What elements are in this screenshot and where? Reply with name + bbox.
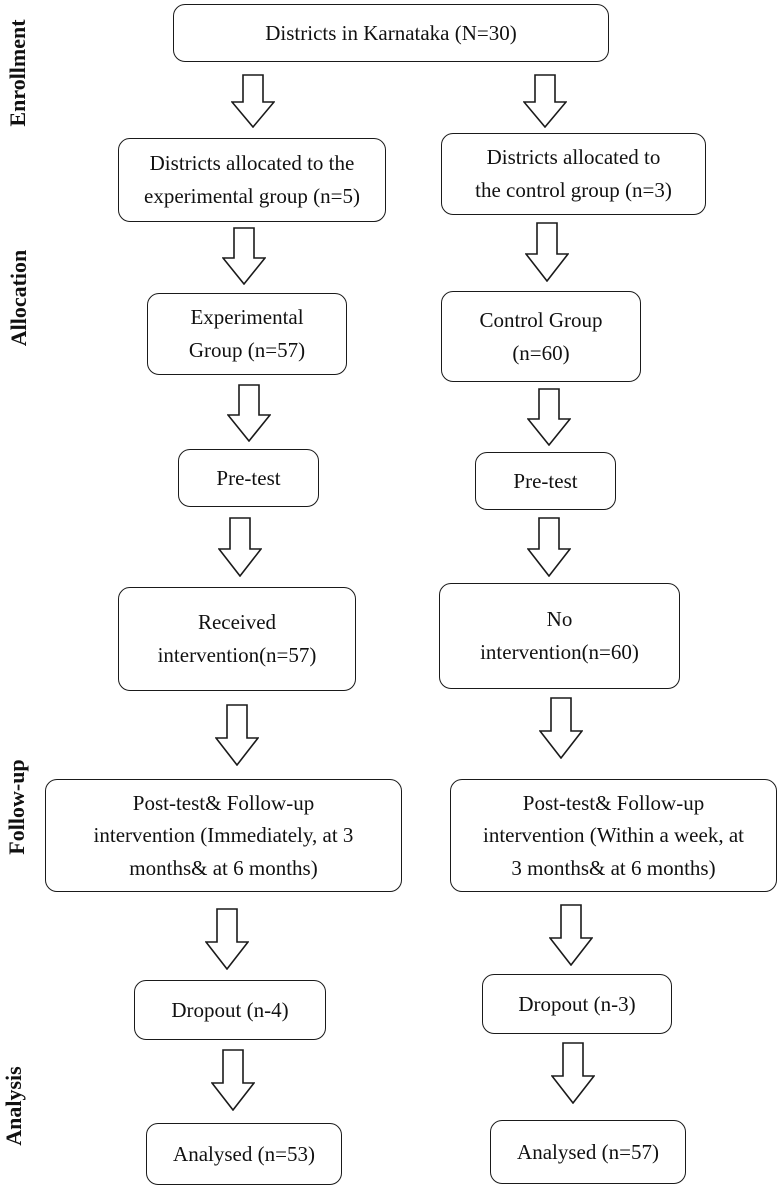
down-arrow-icon	[527, 517, 571, 577]
control-allocated-line2: the control group (n=3)	[475, 178, 672, 202]
experimental-dropout-box: Dropout (n-4)	[134, 980, 326, 1040]
experimental-posttest-line2: intervention (Immediately, at 3	[93, 823, 354, 848]
experimental-analysed-text: Analysed (n=53)	[173, 1141, 315, 1166]
control-pretest-box: Pre-test	[475, 452, 616, 510]
experimental-pretest-box: Pre-test	[178, 449, 319, 507]
experimental-analysed-box: Analysed (n=53)	[146, 1123, 342, 1185]
down-arrow-icon	[227, 384, 271, 442]
experimental-intervention-line2: intervention(n=57)	[157, 643, 317, 667]
experimental-group-line1: Experimental	[190, 305, 304, 330]
control-posttest-line2: intervention (Within a week, at	[483, 823, 744, 848]
down-arrow-icon	[222, 227, 266, 285]
down-arrow-icon	[231, 74, 275, 128]
down-arrow-icon	[525, 222, 569, 282]
experimental-posttest-line3: months& at 6 months)	[129, 855, 318, 880]
down-arrow-icon	[549, 904, 593, 966]
control-dropout-box: Dropout (n-3)	[482, 974, 672, 1034]
control-allocated-box: Districts allocated to the control group…	[441, 133, 706, 215]
control-posttest-line3: 3 months& at 6 months)	[511, 855, 716, 880]
down-arrow-icon	[539, 697, 583, 759]
experimental-allocated-line2: experimental group (n=5)	[144, 184, 360, 208]
districts-total-box: Districts in Karnataka (N=30)	[173, 4, 609, 62]
stage-label-followup: Follow-up	[4, 759, 29, 855]
control-posttest-box: Post-test& Follow-up intervention (Withi…	[450, 779, 777, 892]
control-group-box: Control Group (n=60)	[441, 291, 641, 382]
control-intervention-line1: No	[546, 607, 573, 632]
stage-label-enrollment: Enrollment	[5, 19, 30, 127]
experimental-intervention-line1: Received	[197, 610, 277, 635]
districts-total-text: Districts in Karnataka (N=30)	[265, 20, 517, 45]
control-group-line1: Control Group	[479, 307, 603, 332]
down-arrow-icon	[215, 704, 259, 766]
stage-label-analysis: Analysis	[1, 1066, 26, 1146]
experimental-allocated-line1: Districts allocated to the	[149, 151, 355, 176]
experimental-intervention-box: Received intervention(n=57)	[118, 587, 356, 691]
control-intervention-box: No intervention(n=60)	[439, 583, 680, 689]
control-pretest-text: Pre-test	[513, 468, 578, 493]
control-posttest-line1: Post-test& Follow-up	[522, 790, 705, 815]
down-arrow-icon	[523, 74, 567, 128]
control-intervention-line2: intervention(n=60)	[480, 640, 639, 664]
experimental-posttest-box: Post-test& Follow-up intervention (Immed…	[45, 779, 402, 892]
down-arrow-icon	[218, 517, 262, 577]
down-arrow-icon	[211, 1049, 255, 1111]
control-analysed-box: Analysed (n=57)	[490, 1120, 686, 1184]
experimental-allocated-box: Districts allocated to the experimental …	[118, 138, 386, 222]
stage-label-allocation: Allocation	[6, 249, 31, 347]
down-arrow-icon	[527, 388, 571, 446]
control-analysed-text: Analysed (n=57)	[517, 1139, 659, 1164]
experimental-group-line2: Group (n=57)	[188, 338, 306, 362]
experimental-pretest-text: Pre-test	[216, 465, 281, 490]
down-arrow-icon	[551, 1042, 595, 1104]
control-allocated-line1: Districts allocated to	[486, 145, 661, 170]
down-arrow-icon	[205, 908, 249, 970]
control-dropout-text: Dropout (n-3)	[518, 991, 636, 1016]
experimental-posttest-line1: Post-test& Follow-up	[132, 790, 315, 815]
experimental-dropout-text: Dropout (n-4)	[171, 997, 289, 1022]
experimental-group-box: Experimental Group (n=57)	[147, 293, 347, 375]
control-group-line2: (n=60)	[512, 340, 570, 365]
